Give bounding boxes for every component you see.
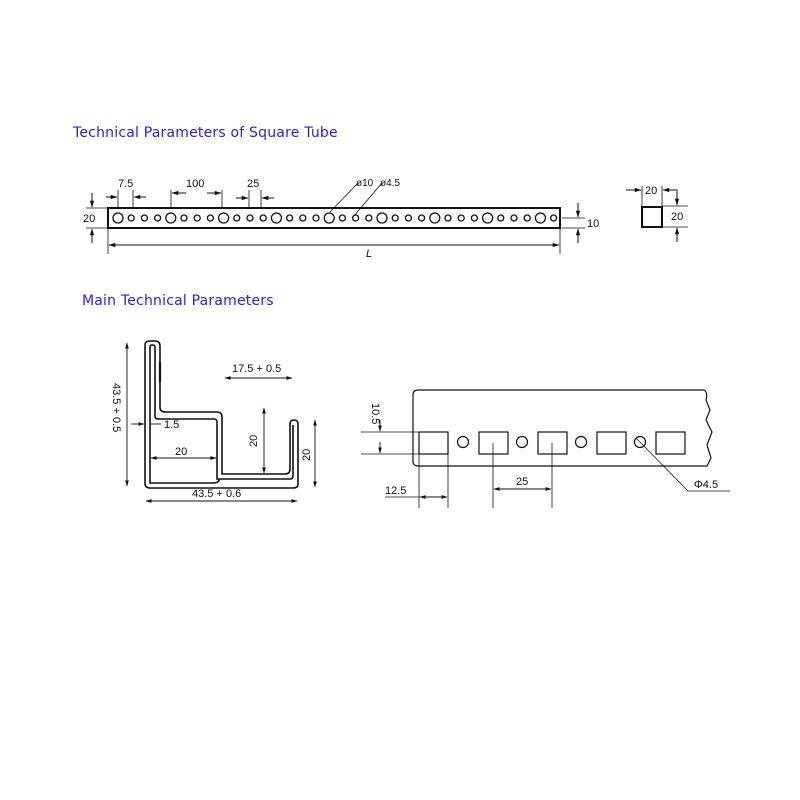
dim-strip-height: 20 [83, 213, 95, 225]
profile-section [125, 340, 317, 503]
label-small-hole: ø4.5 [380, 178, 400, 189]
square-section [626, 186, 688, 242]
rail-detail [361, 389, 730, 508]
small-hole [127, 214, 135, 222]
small-hole [457, 214, 465, 222]
dim-lip-height: 20 [301, 449, 313, 461]
dim-top-width: 17.5 + 0.5 [232, 363, 281, 375]
small-hole [444, 214, 452, 222]
dim-square-height: 20 [671, 211, 683, 223]
small-hole [246, 214, 254, 222]
small-hole [299, 214, 307, 222]
small-hole [193, 214, 201, 222]
large-hole [112, 212, 124, 224]
small-hole [259, 214, 267, 222]
large-hole [481, 212, 494, 224]
large-hole [217, 212, 230, 224]
dim-hole-offset: 7.5 [118, 178, 133, 190]
dim-total-height: 43.5 + 0.5 [110, 383, 122, 432]
heading-main-parameters: Main Technical Parameters [82, 293, 274, 309]
large-hole [270, 212, 283, 224]
dim-inner-height: 20 [248, 435, 260, 447]
dim-thickness: 1.5 [164, 419, 179, 431]
small-hole [365, 214, 373, 222]
dim-pitch: 25 [516, 476, 528, 488]
small-hole [404, 214, 413, 222]
dim-square-width: 20 [645, 185, 657, 197]
large-hole [534, 212, 547, 224]
small-hole [180, 214, 188, 222]
small-hole [391, 214, 399, 222]
small-hole [312, 214, 320, 222]
small-hole [549, 214, 558, 222]
small-hole [338, 214, 347, 222]
small-hole [140, 214, 149, 222]
dim-hole-center-height: 10 [587, 218, 599, 230]
small-hole [510, 214, 518, 222]
dim-inner-width: 20 [175, 446, 187, 458]
label-large-hole: ø10 [356, 178, 374, 189]
small-hole [523, 214, 531, 222]
dim-edge-offset: 12.5 [385, 485, 406, 497]
dim-slot-height: 10.5 [369, 403, 381, 424]
large-hole [165, 212, 177, 224]
small-hole [351, 214, 360, 222]
large-hole [376, 212, 388, 224]
label-round-hole: Φ4.5 [694, 479, 718, 491]
square-tube-strip [86, 182, 585, 254]
small-hole [285, 214, 294, 222]
dim-small-pitch: 25 [247, 178, 259, 190]
small-hole [417, 214, 426, 222]
large-hole [429, 212, 441, 224]
dim-length: L [366, 248, 372, 260]
small-hole [153, 214, 162, 222]
dim-large-pitch: 100 [186, 178, 204, 190]
large-hole [323, 212, 335, 224]
small-hole [206, 214, 215, 222]
heading-square-tube: Technical Parameters of Square Tube [73, 125, 338, 141]
small-hole [470, 214, 479, 222]
small-hole [233, 214, 241, 222]
dim-total-width: 43.5 + 0.6 [192, 488, 241, 500]
small-hole [497, 214, 505, 222]
